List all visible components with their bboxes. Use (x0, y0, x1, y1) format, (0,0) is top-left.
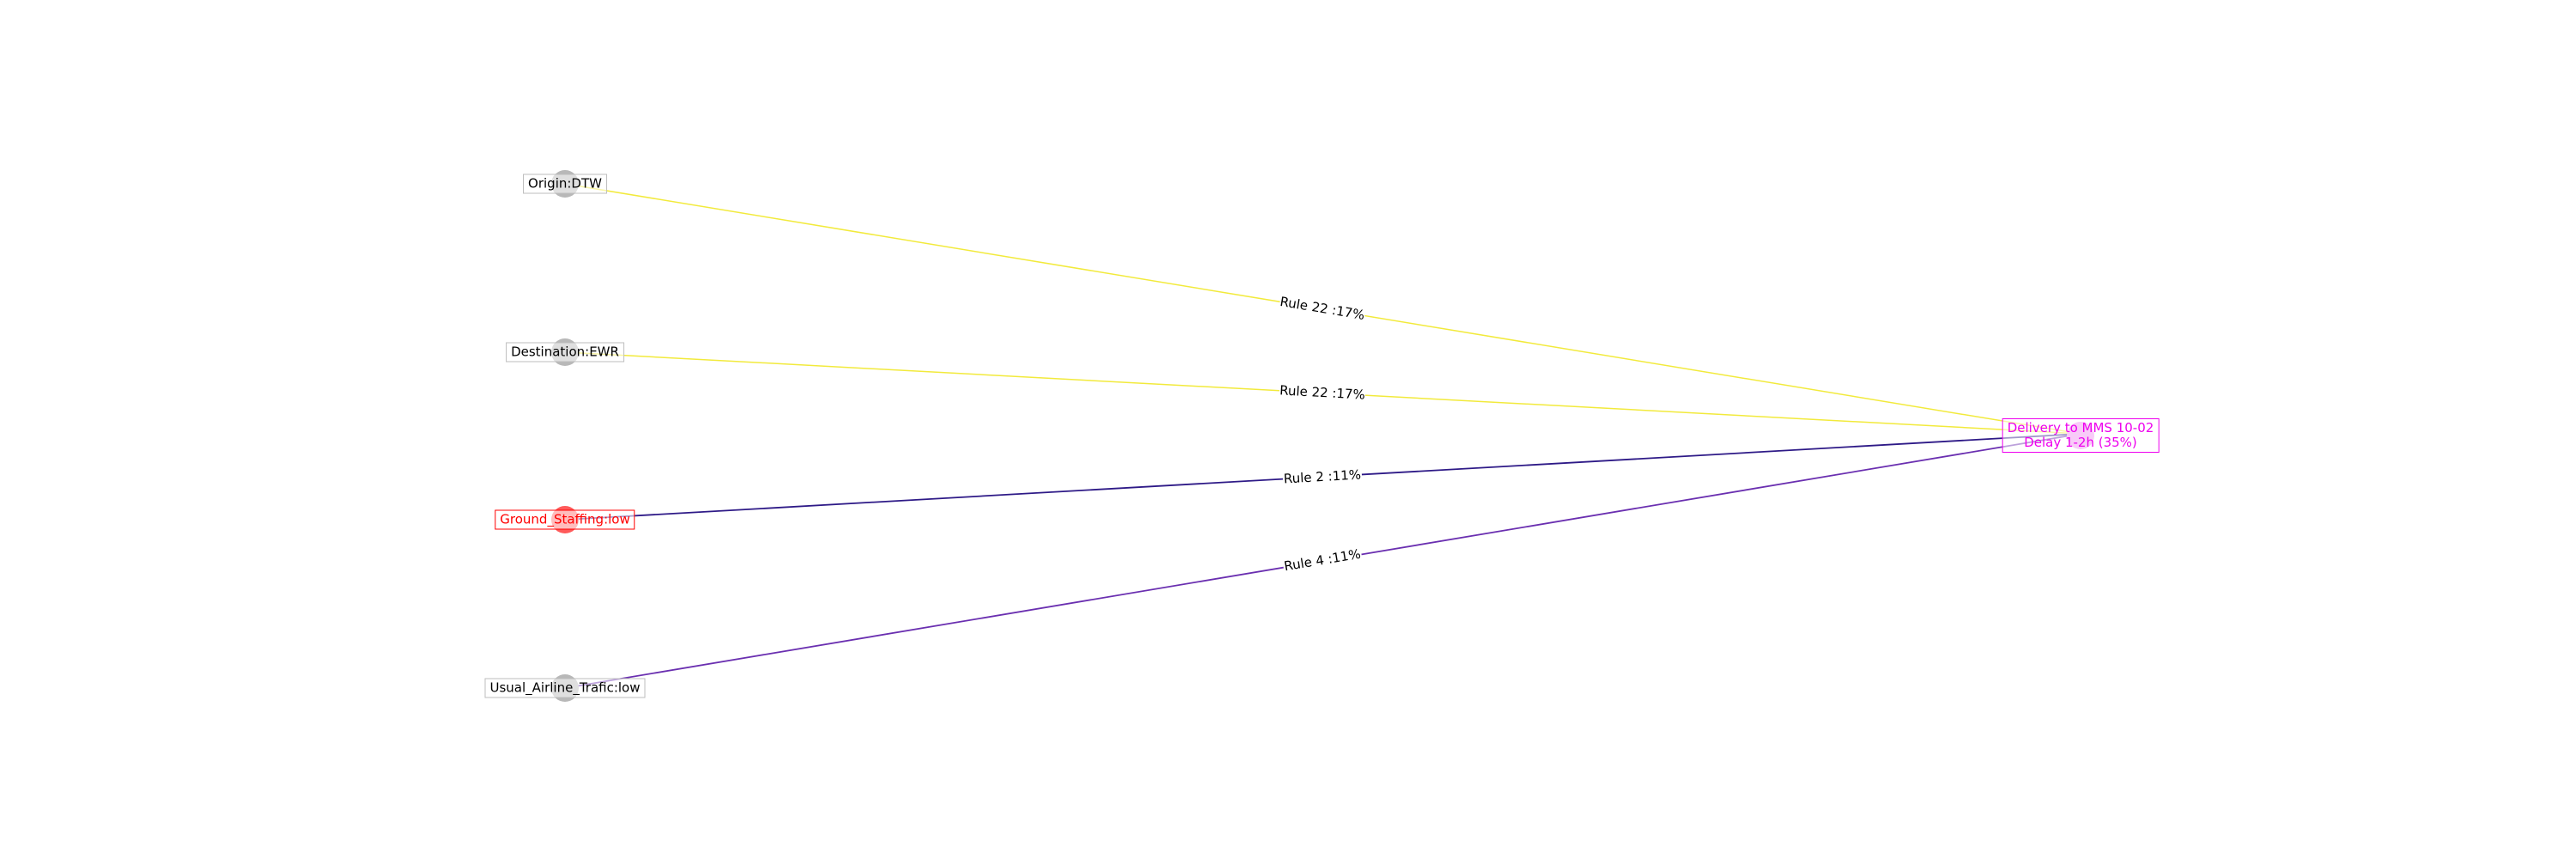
svg-text:Rule 4 :11%: Rule 4 :11% (1283, 546, 1362, 575)
edge-label-destination: Rule 22 :17% (1279, 381, 1366, 404)
svg-text:Rule 2 :11%: Rule 2 :11% (1284, 466, 1362, 486)
svg-text:Rule 22 :17%: Rule 22 :17% (1279, 382, 1365, 402)
target-label-line2: Delay 1-2h (35%) (2024, 435, 2137, 450)
node-label-destination: Destination:EWR (506, 342, 624, 362)
node-label-usual-traffic: Usual_Airline_Trafic:low (484, 678, 646, 698)
edge-label-origin: Rule 22 :17% (1279, 292, 1366, 325)
node-label-ground-staffing: Ground_Staffing:low (495, 509, 635, 530)
edge-label-usual-traffic: Rule 4 :11% (1281, 545, 1364, 576)
edge-label-ground-staffing: Rule 2 :11% (1282, 466, 1363, 488)
svg-text:Rule 22 :17%: Rule 22 :17% (1279, 294, 1365, 323)
node-label-origin: Origin:DTW (523, 174, 607, 194)
node-label-target: Delivery to MMS 10-02 Delay 1-2h (35%) (2002, 418, 2160, 453)
target-label-line1: Delivery to MMS 10-02 (2007, 420, 2154, 436)
